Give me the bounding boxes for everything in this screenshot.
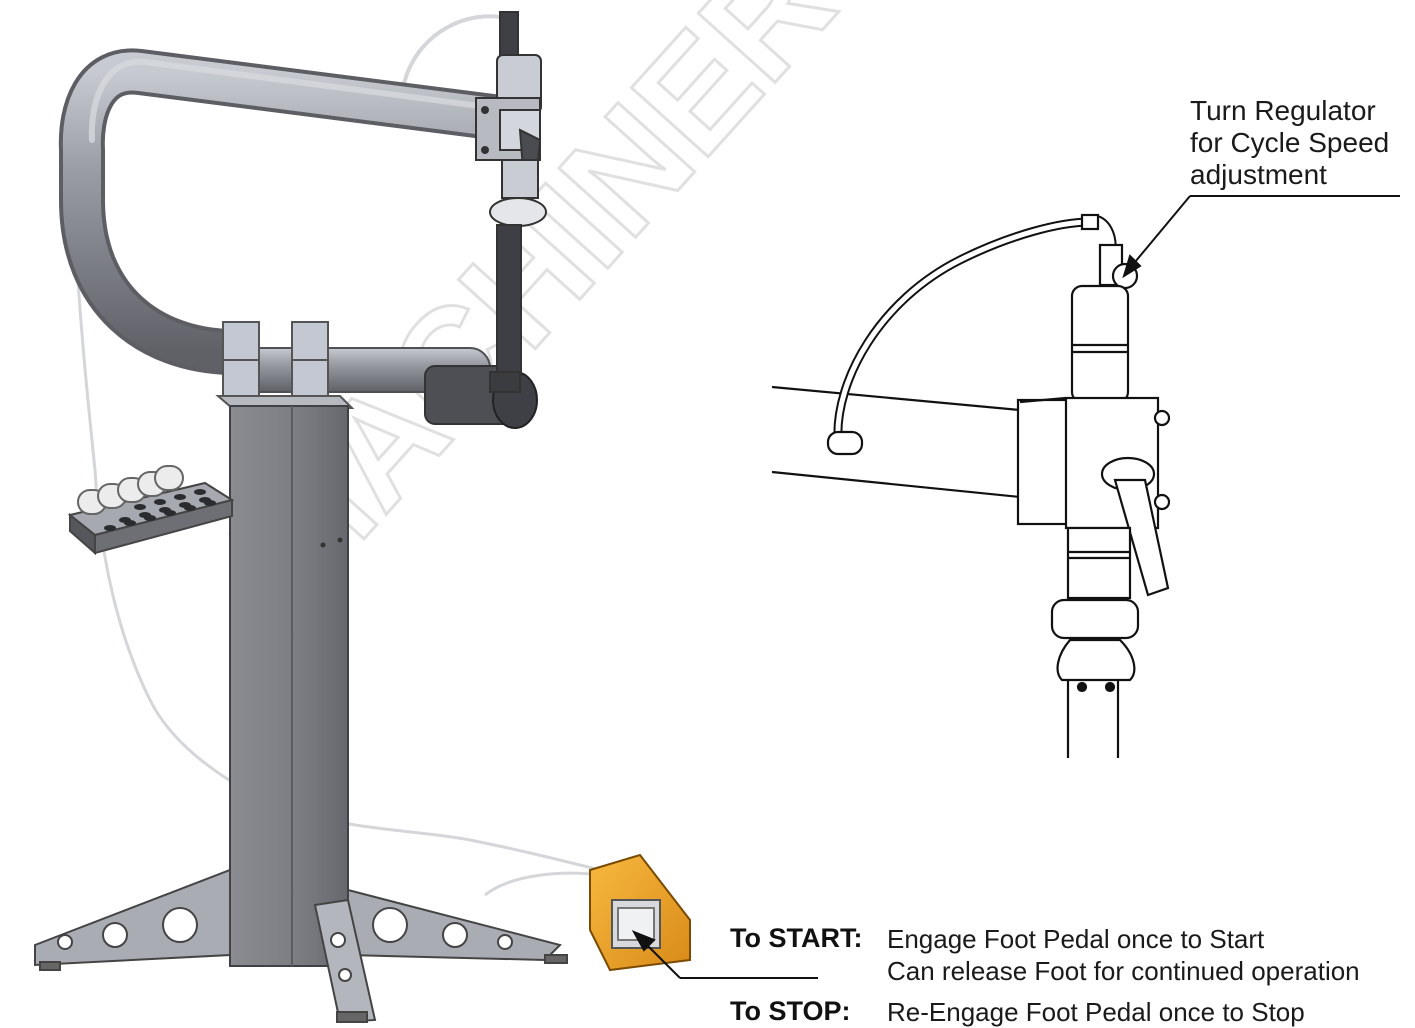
column [229,405,349,967]
regulator-arrowhead [1122,254,1142,279]
regulator-callout-line-2: for Cycle Speed [1190,127,1390,158]
air-hose-pedal [484,871,601,897]
hammer-head [475,11,547,393]
start-label: To START: [730,923,863,953]
planishing-machine [34,11,691,1024]
tripod-base [34,868,568,1024]
regulator-leader-arrow [1129,195,1191,269]
stop-label: To STOP: [730,996,851,1026]
c-frame-tube-shine [88,58,498,143]
pedal-arrowhead [631,930,656,952]
anvil-dies [77,465,184,515]
regulator-callout: Turn Regulator for Cycle Speed adjustmen… [1190,95,1415,191]
detail-view [771,213,1171,758]
start-instruction-line-2: Can release Foot for continued operation [887,956,1360,986]
start-instruction-line-1: Engage Foot Pedal once to Start [887,924,1265,954]
air-hose-side [73,229,601,872]
regulator-callout-line-1: Turn Regulator [1190,95,1376,126]
foot-pedal [589,853,691,972]
tool-tray [67,465,235,556]
callout-leaders [631,195,1400,979]
stop-instruction-line-1: Re-Engage Foot Pedal once to Stop [887,997,1305,1027]
regulator-callout-line-3: adjustment [1190,159,1327,190]
